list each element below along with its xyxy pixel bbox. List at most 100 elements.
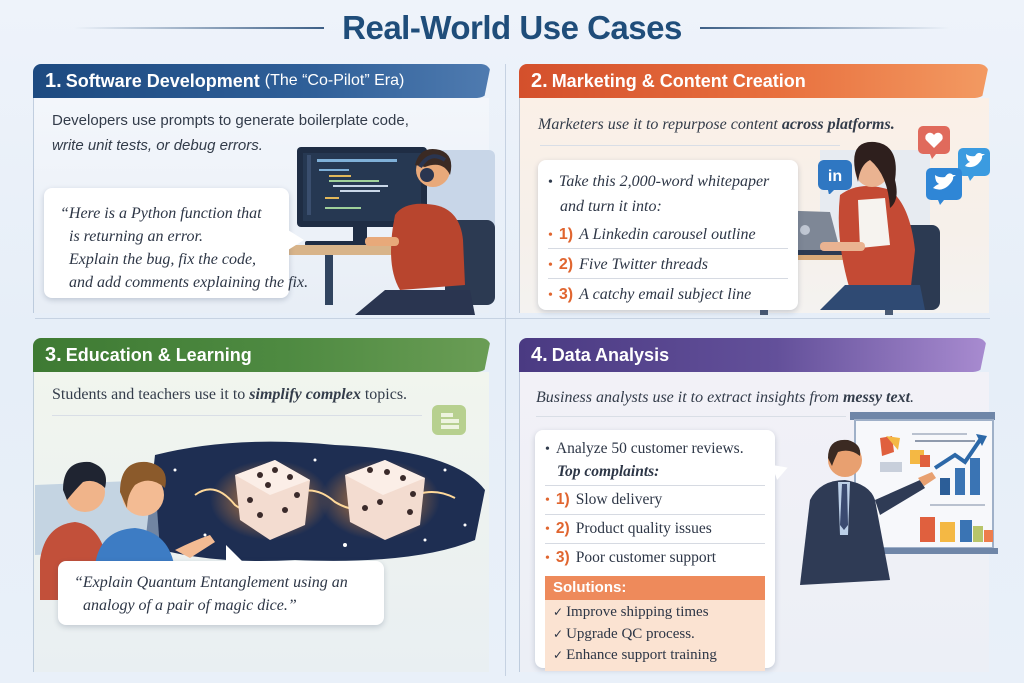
twitter-icon [958,148,990,182]
developer-illustration [285,145,500,315]
panel-4-rule [536,416,846,417]
panel-3-title: Education & Learning [65,344,252,365]
item-number: 2) [555,520,570,537]
prompt-line: Take this 2,000-word whitepaper [558,173,770,190]
lead-emphasis: across platforms. [781,116,895,133]
title-row: Real-World Use Cases [0,0,1024,56]
bubble-tail [226,545,242,561]
prompt-intro: and turn it into: [548,195,788,219]
item-number: 1) [558,226,574,243]
title-rule-left [74,27,325,29]
panel-2-number: 2. [531,69,548,92]
solution-item: ✓Enhance support training [553,645,757,667]
prompt-line: is returning an error. [69,228,203,245]
horizontal-divider [35,318,990,319]
check-icon: ✓ [553,626,564,641]
list-item: • 2) Product quality issues [545,515,765,544]
solution-text: Enhance support training [566,647,717,663]
panel-2-header: 2. Marketing & Content Creation [519,64,989,98]
item-text: A Linkedin carousel outline [579,226,756,243]
item-text: Slow delivery [575,491,663,508]
list-item: • 1) Slow delivery [545,486,765,515]
panel-3-number: 3. [45,343,62,366]
bubble-tail [288,230,304,250]
solutions-list: ✓Improve shipping times ✓Upgrade QC proc… [545,600,765,671]
prompt-line: “Explain Quantum Entanglement using an [74,574,348,591]
title-rule-right [699,27,950,29]
prompt-line: and add comments explaining the fix. [69,274,309,291]
prompt-intro: •Analyze 50 customer reviews. [545,438,765,461]
lead-text: Students and teachers use it to [52,386,250,403]
prompt-intro: • Take this 2,000-word whitepaper [548,170,788,195]
solutions-heading: Solutions: [545,576,765,600]
solution-item: ✓Upgrade QC process. [553,624,757,646]
item-text: Poor customer support [575,549,717,566]
panel-4-header: 4. Data Analysis [519,338,987,372]
panel-1-title: Software Development [65,70,260,91]
lead-emphasis: simplify complex [249,386,361,403]
panel-2-title: Marketing & Content Creation [551,70,806,91]
lead-line: Developers use prompts to generate boile… [52,112,409,129]
lead-emphasis: messy text [842,389,911,406]
item-number: 1) [555,491,570,508]
panel-2-rule [540,145,840,146]
panel-4-lead: Business analysts use it to extract insi… [536,385,914,410]
panel-1-number: 1. [45,69,62,92]
bullet-icon: • [548,175,553,190]
heart-icon [918,126,950,160]
panel-1-lead: Developers use prompts to generate boile… [52,108,409,158]
lead-text: topics. [360,386,408,403]
list-item: • 3) A catchy email subject line [548,283,788,308]
solution-text: Upgrade QC process. [566,625,695,642]
panel-2-prompt-bubble: • Take this 2,000-word whitepaper and tur… [538,160,798,310]
prompt-line: analogy of a pair of magic dice.” [83,597,297,614]
bullet-icon: • [545,522,550,537]
svg-text:in: in [828,168,842,185]
vertical-divider [505,64,506,676]
bullet-icon: • [548,258,553,273]
panel-3-header: 3. Education & Learning [33,338,491,372]
item-text: Product quality issues [575,520,712,537]
lead-text: Marketers use it to repurpose content [538,116,782,133]
check-icon: ✓ [553,605,564,619]
bullet-icon: • [545,442,550,457]
analyst-illustration [790,400,1024,600]
lead-line: write unit tests, or debug errors. [52,137,263,154]
prompt-line: Explain the bug, fix the code, [69,251,257,268]
item-number: 3) [558,286,574,303]
item-number: 2) [558,256,574,273]
panel-3-rule [52,415,422,416]
list-item: • 1) A Linkedin carousel outline [548,223,788,249]
panel-4-title: Data Analysis [551,344,670,365]
panel-1-header: 1. Software Development (The “Co-Pilot” … [33,64,491,98]
bullet-icon: • [548,288,553,303]
lead-text: Business analysts use it to extract insi… [536,389,843,406]
page-title: Real-World Use Cases [342,9,682,46]
lead-text: . [910,389,915,406]
solution-text: Improve shipping times [566,604,709,620]
panel-1-subtitle: (The “Co-Pilot” Era) [264,72,405,89]
item-number: 3) [555,549,570,566]
bullet-icon: • [545,551,550,566]
list-item: • 2) Five Twitter threads [548,253,788,279]
linkedin-icon: in [818,160,852,195]
note-icon [432,405,468,437]
item-text: A catchy email subject line [579,286,752,303]
check-icon: ✓ [553,648,564,662]
prompt-line: and turn it into: [560,198,662,215]
item-text: Five Twitter threads [579,256,709,273]
solution-item: ✓Improve shipping times [553,602,757,624]
panel-2-lead: Marketers use it to repurpose content ac… [538,112,895,137]
twitter-icon [926,168,962,206]
panel-1-prompt-bubble: “Here is a Python function that is retur… [44,188,309,298]
bullet-icon: • [548,228,553,243]
panel-3-lead: Students and teachers use it to simplify… [52,382,407,407]
panel-4-number: 4. [531,343,548,366]
list-item: • 3) Poor customer support [545,544,765,572]
panel-4-prompt-bubble: •Analyze 50 customer reviews. Top compla… [535,430,775,671]
solutions-box: Solutions: ✓Improve shipping times ✓Upgr… [545,576,765,671]
panel-3-prompt-bubble: “Explain Quantum Entanglement using an a… [58,561,384,625]
bullet-icon: • [545,493,550,508]
prompt-heading-text: Top complaints: [557,463,660,480]
prompt-line: “Here is a Python function that [60,205,262,222]
